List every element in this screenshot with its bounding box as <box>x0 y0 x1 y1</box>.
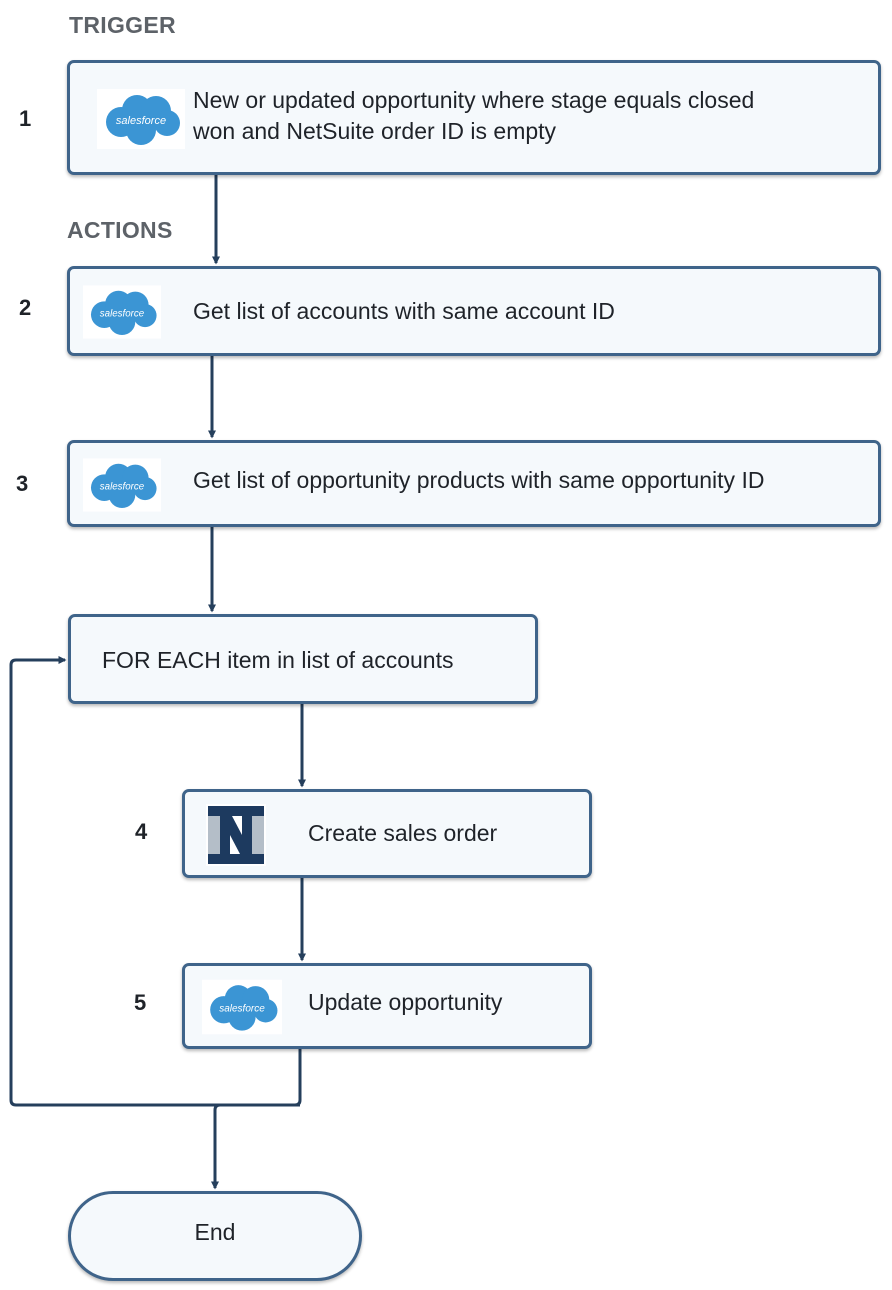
step-3-text: Get list of opportunity products with sa… <box>193 467 765 493</box>
arrow-loop-to-end <box>211 1103 300 1190</box>
salesforce-logo-text: salesforce <box>219 1004 265 1015</box>
step-number-3: 3 <box>16 471 29 496</box>
salesforce-logo-icon: salesforce <box>83 458 161 512</box>
for-each-loop-node[interactable]: FOR EACH item in list of accounts <box>68 614 538 704</box>
netsuite-logo-icon <box>206 804 266 866</box>
end-terminal-node[interactable]: End <box>68 1191 362 1281</box>
step-5-text: Update opportunity <box>308 989 503 1015</box>
step-4-action-node[interactable]: Create sales order <box>182 789 592 878</box>
step-1-text: New or updated opportunity where stage e… <box>193 85 754 147</box>
trigger-label: TRIGGER <box>69 12 176 38</box>
salesforce-logo-icon: salesforce <box>202 979 282 1035</box>
step-number-5: 5 <box>134 990 147 1015</box>
salesforce-logo-icon: salesforce <box>97 89 185 149</box>
salesforce-logo-icon: salesforce <box>83 285 161 339</box>
step-2-action-node[interactable]: salesforce Get list of accounts with sam… <box>67 266 881 356</box>
step-1-text-line-2: won and NetSuite order ID is empty <box>193 118 557 144</box>
step-number-1: 1 <box>19 106 32 131</box>
end-text: End <box>194 1219 236 1245</box>
step-number-4: 4 <box>135 819 148 844</box>
salesforce-logo-text: salesforce <box>100 481 145 492</box>
step-number-2: 2 <box>19 295 32 320</box>
step-1-trigger-node[interactable]: salesforce New or updated opportunity wh… <box>67 60 881 175</box>
actions-label: ACTIONS <box>67 217 173 243</box>
step-2-text: Get list of accounts with same account I… <box>193 298 615 324</box>
step-3-action-node[interactable]: salesforce Get list of opportunity produ… <box>67 440 881 527</box>
salesforce-logo-text: salesforce <box>116 115 166 127</box>
salesforce-logo-text: salesforce <box>100 308 145 319</box>
step-4-text: Create sales order <box>308 820 498 846</box>
step-5-action-node[interactable]: salesforce Update opportunity <box>182 963 592 1049</box>
for-each-text: FOR EACH item in list of accounts <box>102 647 454 673</box>
step-1-text-line-1: New or updated opportunity where stage e… <box>193 87 755 113</box>
